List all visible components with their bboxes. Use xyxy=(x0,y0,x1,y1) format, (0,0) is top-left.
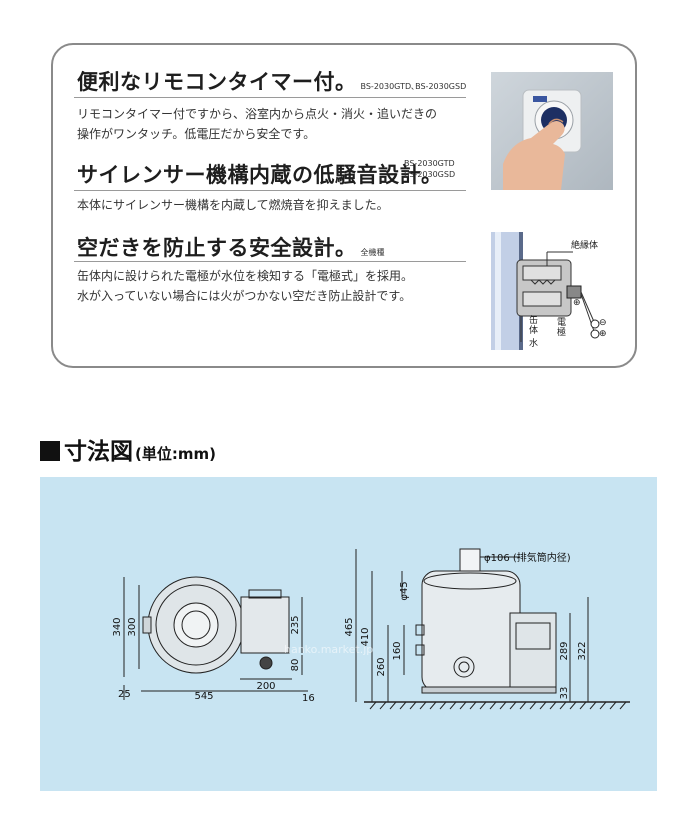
dim-33: 33 xyxy=(559,687,570,700)
feature-text-line: 缶体内に設けられた電極が水位を検知する「電極式」を採用。 xyxy=(77,269,414,283)
feature-text-line: 本体にサイレンサー機構を内蔵して燃焼音を抑えました。 xyxy=(77,198,389,212)
feature-text-line: 操作がワンタッチ。低電圧だから安全です。 xyxy=(77,127,316,141)
dim-322: 322 xyxy=(577,641,588,660)
dim-16: 16 xyxy=(302,693,315,704)
dim-phi45: φ45 xyxy=(399,581,410,600)
remote-timer-photo xyxy=(491,72,613,190)
dim-200: 200 xyxy=(256,681,275,692)
insulator-label: 絶縁体 xyxy=(571,241,599,251)
feature-model: BS-2030GTD､BS-2030GSD xyxy=(360,82,467,91)
divider xyxy=(74,97,466,98)
feature-text-line: リモコンタイマー付ですから、浴室内から点火・消火・追いだきの xyxy=(77,107,438,121)
dimension-heading: 寸法図(単位:mm) xyxy=(40,432,216,466)
feature-text-line: 水が入っていない場合には火がつかない空だき防止設計です。 xyxy=(77,289,412,303)
dim-25: 25 xyxy=(118,689,131,700)
dim-300: 300 xyxy=(127,617,138,636)
dimension-unit: (単位:mm) xyxy=(135,445,216,463)
water-label: 水 xyxy=(529,339,539,349)
minus-terminal-label: ⊖ xyxy=(599,318,607,328)
dimension-drawing: 340 300 235 80 25 545 200 16 φ106 (排気筒内径… xyxy=(112,548,630,710)
plus-terminal-label: ⊕ xyxy=(599,329,607,339)
feature-model: 全機種 xyxy=(360,248,385,257)
dim-260: 260 xyxy=(376,657,387,676)
electrode-label: 電極 xyxy=(557,318,567,338)
dim-340: 340 xyxy=(112,617,123,636)
divider xyxy=(74,261,466,262)
feature-title-silencer: サイレンサー機構内蔵の低騒音設計。 xyxy=(77,163,443,187)
electrode-cutaway-diagram: 絶縁体 缶体 水 電極 ⊕ ⊖ ⊕ xyxy=(491,232,613,350)
dim-235: 235 xyxy=(290,615,301,634)
square-bullet-icon xyxy=(40,441,60,461)
plus-terminal-label: ⊕ xyxy=(573,298,581,308)
dim-545: 545 xyxy=(194,691,213,702)
watermark: hanko.market.jp xyxy=(284,643,373,656)
dimension-drawing-panel: 340 300 235 80 25 545 200 16 φ106 (排気筒内径… xyxy=(40,477,657,791)
can-label: 缶体 xyxy=(529,316,539,336)
feature-title-dry-fire-prevention: 空だきを防止する安全設計。全機種 xyxy=(77,236,385,260)
feature-title-remote-timer: 便利なリモコンタイマー付。BS-2030GTD､BS-2030GSD xyxy=(77,70,467,94)
dim-80: 80 xyxy=(290,659,301,672)
divider xyxy=(74,190,466,191)
dim-410: 410 xyxy=(360,627,371,646)
dim-289: 289 xyxy=(559,641,570,660)
dim-465: 465 xyxy=(344,617,355,636)
dim-160: 160 xyxy=(392,641,403,660)
dim-flue-diameter: φ106 (排気筒内径) xyxy=(484,551,571,564)
